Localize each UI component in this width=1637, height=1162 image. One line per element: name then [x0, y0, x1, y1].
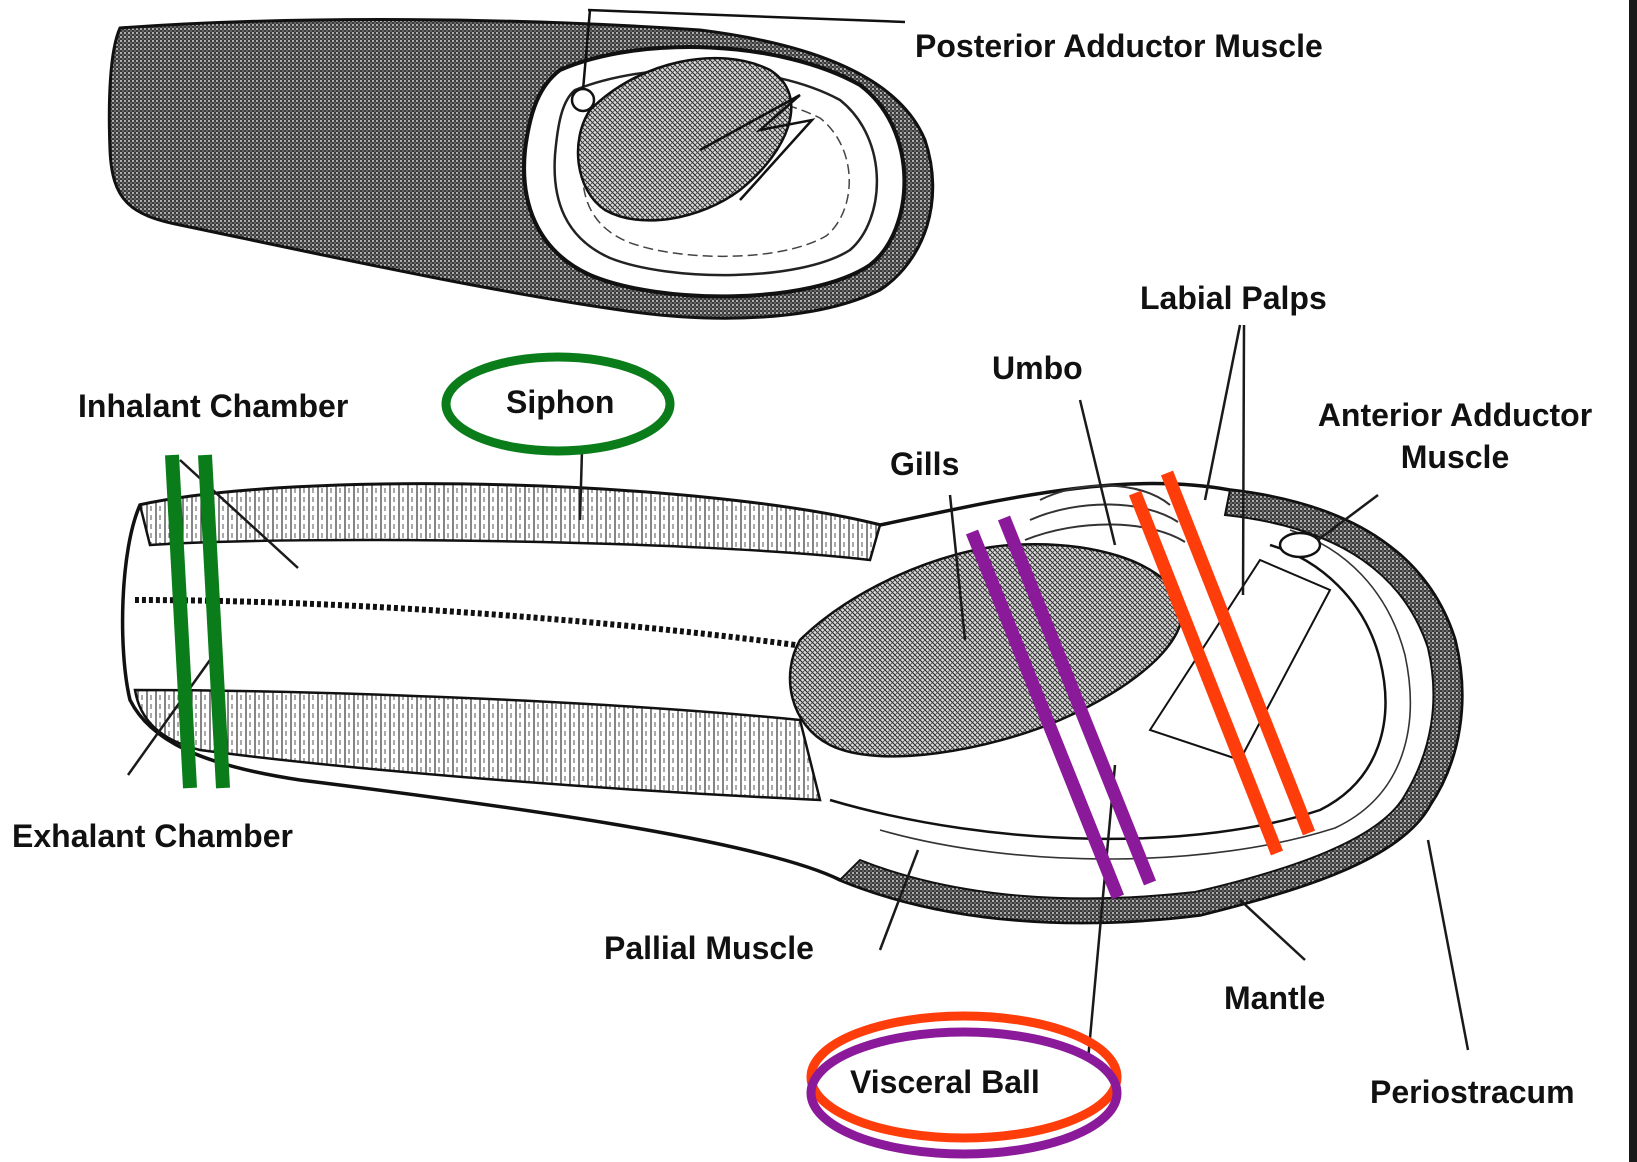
- leader-mantle: [1240, 900, 1305, 960]
- top-small-node: [572, 89, 594, 111]
- label-periostracum: Periostracum: [1370, 1074, 1575, 1110]
- top-leader-line: [588, 10, 905, 22]
- label-labial-palps: Labial Palps: [1140, 280, 1327, 316]
- label-umbo: Umbo: [992, 350, 1083, 386]
- leader-periostracum: [1428, 840, 1468, 1050]
- label-exhalant-chamber: Exhalant Chamber: [12, 818, 293, 854]
- label-visceral-ball: Visceral Ball: [850, 1064, 1040, 1100]
- label-inhalant-chamber: Inhalant Chamber: [78, 388, 348, 424]
- leader-labial-palps-2: [1243, 325, 1244, 595]
- label-pallial-muscle: Pallial Muscle: [604, 930, 814, 966]
- label-siphon: Siphon: [506, 384, 614, 420]
- anterior-adductor-oval: [1280, 533, 1320, 557]
- label-anterior-adductor-muscle: Anterior Adductor Muscle: [1280, 394, 1630, 478]
- top-shell-illustration: [109, 10, 932, 318]
- label-mantle: Mantle: [1224, 980, 1325, 1016]
- right-edge-border: [1629, 0, 1637, 1162]
- leader-labial-palps-1: [1205, 325, 1240, 500]
- label-posterior-adductor-muscle: Posterior Adductor Muscle: [915, 28, 1323, 64]
- label-gills: Gills: [890, 446, 959, 482]
